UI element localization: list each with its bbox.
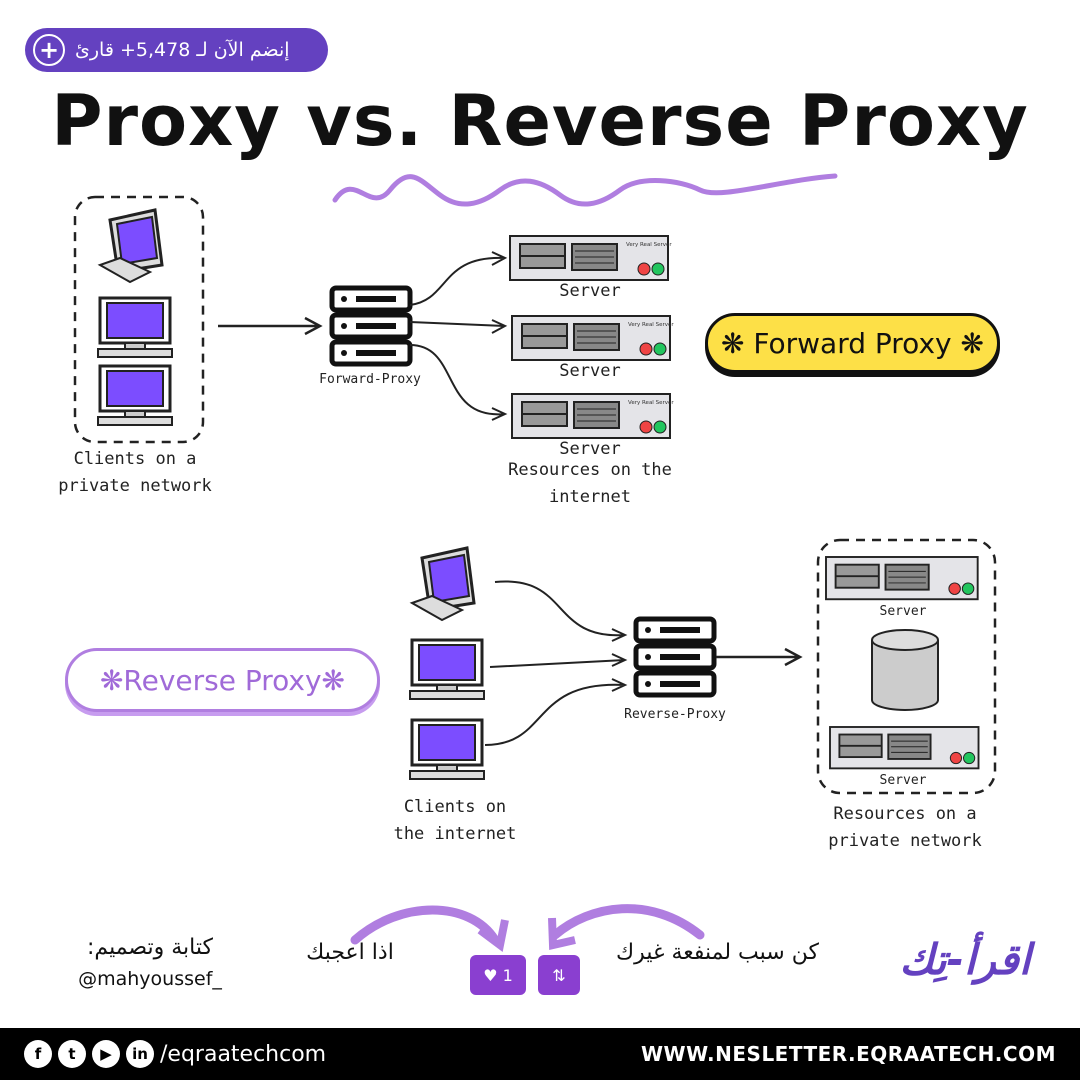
reverse-proxy-icon [636, 619, 714, 695]
server-label: Server [559, 281, 621, 301]
share-text: كن سبب لمنفعة غيرك [616, 940, 819, 965]
arrow-head [548, 917, 576, 950]
computer-icon [410, 546, 476, 622]
badge-text: إنضم الآن لـ 5,478+ قارئ [75, 39, 290, 61]
arrow [716, 647, 803, 667]
curved-arrow [550, 904, 705, 940]
server-icon [829, 726, 980, 770]
retweet-icon[interactable]: ⇅ [538, 955, 580, 995]
server-label: Server [879, 773, 927, 788]
footer: f t ▶ in /eqraatechcom WWW.NESLETTER.EQR… [0, 1028, 1080, 1080]
database-icon [871, 640, 939, 711]
like-text: اذا اعجبك [306, 940, 394, 965]
linkedin-icon[interactable]: in [126, 1040, 154, 1068]
computer-icon [408, 718, 486, 781]
curved-arrow [350, 905, 500, 945]
facebook-icon[interactable]: f [24, 1040, 52, 1068]
arrow [218, 316, 323, 336]
youtube-icon[interactable]: ▶ [92, 1040, 120, 1068]
arrow [409, 251, 508, 306]
forward-proxy-pill: ❋ Forward Proxy ❋ [705, 313, 1000, 373]
arrow-head [477, 919, 509, 953]
computer-icon [96, 364, 174, 427]
page-title: Proxy vs. Reverse Proxy [51, 80, 1029, 162]
like-button[interactable]: ♥ 1 [470, 955, 526, 995]
social-handle[interactable]: /eqraatechcom [160, 1041, 327, 1067]
heart-icon: ♥ [483, 965, 503, 985]
clients-group-box [73, 195, 205, 444]
reverse-proxy-label: Reverse-Proxy [624, 707, 726, 722]
computer-icon [98, 208, 164, 284]
server-label: Server [879, 604, 927, 619]
logo: اقرأ-تِك [899, 935, 1031, 984]
like-count: 1 [502, 965, 513, 985]
forward-proxy-icon [332, 288, 410, 364]
computer-icon [408, 638, 486, 701]
computer-icon [96, 296, 174, 359]
join-badge[interactable]: إنضم الآن لـ 5,478+ قارئ + [25, 28, 328, 72]
arrow [409, 319, 508, 334]
arrow [484, 678, 628, 746]
credit-label: كتابة وتصميم: [87, 935, 213, 960]
reverse-proxy-pill: ❋Reverse Proxy❋ [65, 648, 380, 712]
twitter-icon[interactable]: t [58, 1040, 86, 1068]
title-squiggle [332, 173, 838, 207]
resources-group-box [816, 538, 997, 795]
server-plate-text: Very Real Server [628, 322, 674, 328]
server-icon [825, 556, 979, 601]
arrow [409, 344, 508, 421]
arrow [494, 580, 628, 642]
newsletter-url[interactable]: WWW.NESLETTER.EQRAATECH.COM [640, 1042, 1056, 1066]
server-plate-text: Very Real Server [626, 242, 672, 248]
server-plate-text: Very Real Server [628, 400, 674, 406]
server-label: Server [559, 439, 621, 459]
server-label: Server [559, 361, 621, 381]
forward-proxy-label: Forward-Proxy [319, 372, 421, 387]
plus-icon: + [33, 34, 65, 66]
credit-handle[interactable]: @mahyoussef_ [78, 968, 222, 990]
arrow [489, 653, 628, 668]
